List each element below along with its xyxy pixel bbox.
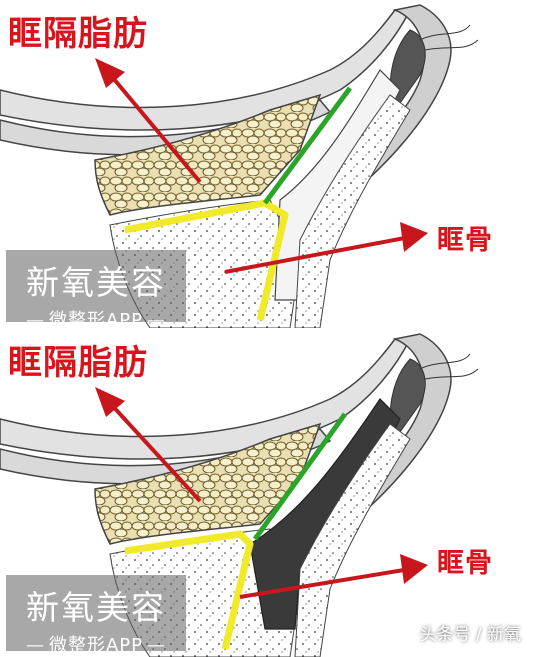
arrow-to-bone — [239, 567, 411, 599]
yellow-outline — [124, 530, 254, 650]
watermark-box: 新氧美容 微整形APP — [6, 250, 186, 328]
orbital-bone-label: 眶骨 — [437, 225, 493, 256]
arrow-to-fat — [106, 70, 202, 184]
orbital-fat — [94, 93, 322, 216]
watermark-title: 新氧美容 — [26, 588, 166, 627]
watermark-subtitle: 微整形APP — [6, 306, 186, 328]
diagram-panel-1: 眶隔脂肪 眶骨 新氧美容 微整形APP — [0, 0, 533, 328]
footer-credit: 头条号 / 新氧 — [419, 625, 521, 645]
green-septum-line — [252, 412, 348, 541]
orbital-fat-label: 眶隔脂肪 — [8, 14, 148, 54]
yellow-outline — [124, 199, 289, 321]
watermark-box: 新氧美容 微整形APP — [6, 575, 186, 656]
watermark-title: 新氧美容 — [26, 263, 166, 302]
arrow-to-fat — [106, 399, 202, 503]
orbital-fat-label: 眶隔脂肪 — [8, 343, 148, 383]
watermark-subtitle: 微整形APP — [6, 631, 186, 657]
arrow-to-bone — [224, 235, 411, 274]
diagram-panel-2: 眶隔脂肪 眶骨 新氧美容 微整形APP 头条号 / 新氧 — [0, 329, 533, 657]
green-septum-line — [262, 86, 353, 205]
orbital-bone-label: 眶骨 — [437, 548, 493, 579]
